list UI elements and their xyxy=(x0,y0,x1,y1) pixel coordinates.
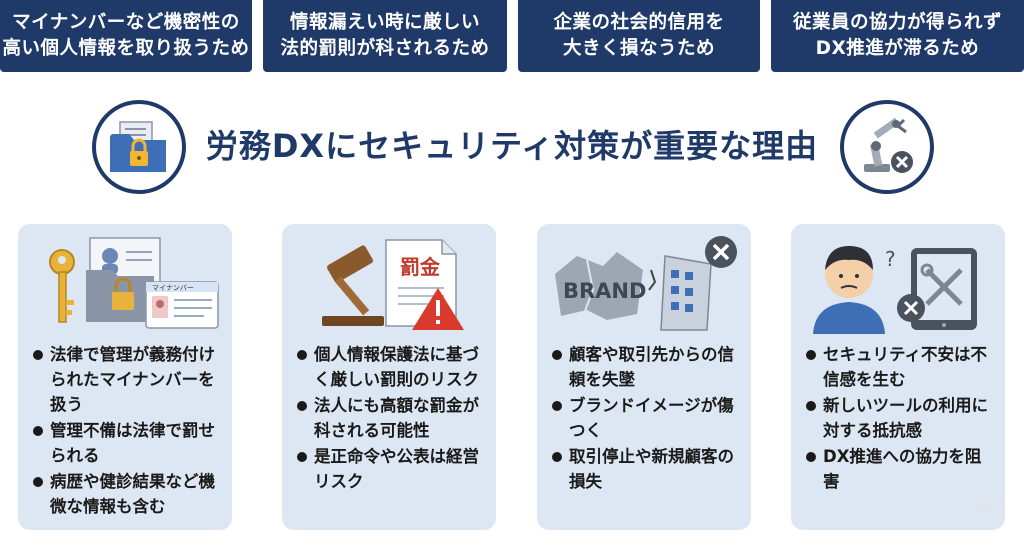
reason-card-legal-penalty: 罰金 個人情報保護法に基づく厳しい罰則のリスク 法人にも高額な罰金が科される可能… xyxy=(282,224,496,530)
brand-damage-illustration: BRAND xyxy=(555,236,737,331)
bullet-list: 個人情報保護法に基づく厳しい罰則のリスク 法人にも高額な罰金が科される可能性 是… xyxy=(294,342,488,495)
sparkle-icon xyxy=(966,486,1002,526)
fine-illustration: 罰金 xyxy=(322,239,464,330)
document-folder-icon xyxy=(86,237,161,322)
reason-banner-3: 企業の社会的信用を 大きく損なうため xyxy=(518,0,760,72)
robot-arm-circle xyxy=(840,100,934,194)
lock-icon xyxy=(112,277,134,310)
list-item: 新しいツールの利用に対する抵抗感 xyxy=(803,393,997,443)
tablet-tools-icon xyxy=(911,248,977,330)
fine-document-icon: 罰金 xyxy=(385,239,457,327)
bullet-list: セキュリティ不安は不信感を生む 新しいツールの利用に対する抵抗感 DX推進への協… xyxy=(803,342,997,495)
warning-icon xyxy=(412,288,464,330)
robot-arm-error-icon xyxy=(864,117,913,173)
list-item: 是正命令や公表は経営リスク xyxy=(294,444,488,494)
id-card-icon: マイナンバー xyxy=(145,281,219,329)
reason-card-employee-cooperation: ? セキュリティ不安は不信感を生む 新しいツールの利用に対する抵抗感 DX推進へ… xyxy=(791,224,1005,530)
bullet-list: 法律で管理が義務付けられたマイナンバーを扱う 管理不備は法律で罰せられる 病歴や… xyxy=(30,342,224,520)
reason-card-trust: BRAND 顧客や取引先からの信頼を失墜 ブランドイメージが傷つく 取引停止や新… xyxy=(537,224,751,530)
list-item: 法人にも高額な罰金が科される可能性 xyxy=(294,393,488,443)
worried-person-icon xyxy=(813,246,885,334)
folder-lock-circle xyxy=(92,100,186,194)
page-title: 労務DXにセキュリティ対策が重要な理由 xyxy=(205,127,819,165)
list-item: ブランドイメージが傷つく xyxy=(549,393,743,443)
bullet-list: 顧客や取引先からの信頼を失墜 ブランドイメージが傷つく 取引停止や新規顧客の損失 xyxy=(549,342,743,495)
worried-employee-illustration: ? xyxy=(813,246,977,334)
folder-lock-icon xyxy=(110,121,166,172)
my-number-illustration: マイナンバー xyxy=(49,237,219,329)
list-item: 取引停止や新規顧客の損失 xyxy=(549,444,743,494)
fine-label: 罰金 xyxy=(400,255,441,279)
list-item: セキュリティ不安は不信感を生む xyxy=(803,342,997,392)
broken-brand-icon: BRAND xyxy=(555,252,646,320)
list-item: 個人情報保護法に基づく厳しい罰則のリスク xyxy=(294,342,488,392)
close-icon xyxy=(705,236,737,268)
close-icon xyxy=(897,294,925,322)
key-icon xyxy=(49,249,75,323)
card-label: マイナンバー xyxy=(152,284,194,292)
list-item: 法律で管理が義務付けられたマイナンバーを扱う xyxy=(30,342,224,417)
reason-banner-1: マイナンバーなど機密性の 高い個人情報を取り扱うため xyxy=(0,0,252,72)
brand-label: BRAND xyxy=(563,279,646,303)
reason-card-personal-info: マイナンバー 法律で管理が義務付けられたマイナンバーを扱う 管理不備は法律で罰せ… xyxy=(18,224,232,530)
question-mark-icon: ? xyxy=(885,247,896,271)
list-item: 顧客や取引先からの信頼を失墜 xyxy=(549,342,743,392)
reason-banner-2: 情報漏えい時に厳しい 法的罰則が科されるため xyxy=(263,0,507,72)
office-building-icon xyxy=(648,255,712,331)
gavel-icon xyxy=(322,245,384,326)
list-item: DX推進への協力を阻害 xyxy=(803,444,997,494)
list-item: 管理不備は法律で罰せられる xyxy=(30,418,224,468)
reason-banner-4: 従業員の協力が得られず DX推進が滞るため xyxy=(771,0,1024,72)
list-item: 病歴や健診結果など機微な情報も含む xyxy=(30,469,224,519)
